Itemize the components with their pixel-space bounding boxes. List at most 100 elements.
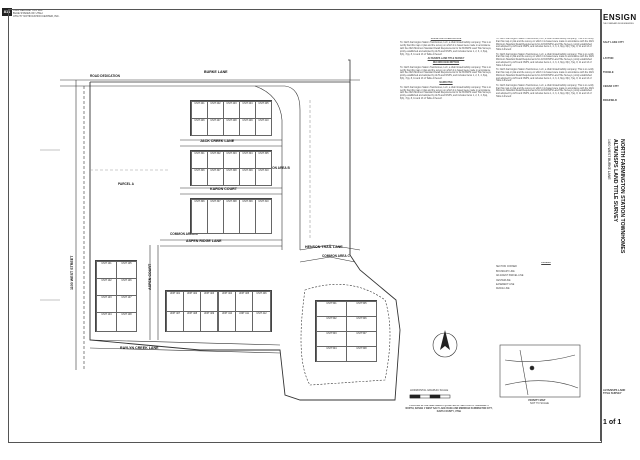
common-area-c-label: COMMON AREA C [322, 254, 350, 258]
drawing-frame [8, 9, 602, 443]
vicinity-map-title: VICINITY MAP [528, 399, 546, 402]
unit: UNIT 208 [223, 118, 240, 136]
unit: UNIT 308 [223, 168, 240, 186]
street-aspen-ridge-lane: ASPEN RIDGE LANE [186, 239, 222, 243]
unit: UNIT 503 [316, 331, 347, 347]
street-burke-lane: BURKE LANE [204, 70, 228, 74]
unit: UNIT 505 [346, 301, 377, 317]
notes-heading-alta: ALTA/NSPS LAND TITLE SURVEY [427, 57, 465, 60]
unit: UNIT 310 [255, 199, 272, 234]
unit: UNIT 310 [255, 168, 272, 186]
unit: UNIT 307 [207, 199, 224, 234]
unit: UNIT 506 [346, 316, 377, 332]
unit: UNIT 502 [316, 316, 347, 332]
unit: UNIT 404 [218, 291, 236, 312]
notes-heading-narrative: NARRATIVE [439, 82, 453, 85]
unit: UNIT 301 [191, 151, 208, 169]
legend: LEGEND SECTION CORNER BOUNDARY LINE ADJA… [496, 262, 596, 332]
unit: UNIT 307 [207, 168, 224, 186]
street-raylyn-creek-lane: RAYLYN CREEK LANE [120, 346, 159, 350]
unit: UNIT 104 [96, 312, 117, 332]
unit: UNIT 303 [223, 151, 240, 169]
vicinity-map-subtitle: NOT TO SCALE [530, 402, 549, 405]
unit: UNIT 408 [183, 311, 201, 332]
unit: UNIT 403 [200, 291, 218, 312]
unit: UNIT 309 [239, 199, 256, 234]
unit: UNIT 401 [166, 291, 184, 312]
legend-item: EASEMENT LINE [496, 283, 515, 286]
unit: UNIT 406 [252, 291, 271, 312]
building-block-karon-south: UNIT 306 UNIT 307 UNIT 308 UNIT 309 UNIT… [190, 198, 272, 234]
street-henson-trail-lane: HENSON TRAIL LANE [305, 245, 343, 249]
unit: UNIT 205 [255, 101, 272, 119]
blue-stakes-line-2: BLUE STAKES OF UTAH [13, 12, 43, 15]
unit: UNIT 210 [255, 118, 272, 136]
unit: UNIT 409 [200, 311, 218, 332]
notes-body-4: To: North Farmington Station Townhomes, … [496, 38, 594, 52]
unit: UNIT 203 [223, 101, 240, 119]
notes-heading-certificate: SURVEYOR'S CERTIFICATE [430, 38, 462, 40]
unit: UNIT 507 [346, 331, 377, 347]
office-richfield: RICHFIELD [603, 99, 617, 102]
unit: UNIT 411 [235, 311, 253, 332]
street-karon-court: KARON COURT [210, 187, 237, 191]
unit: UNIT 308 [223, 199, 240, 234]
graphic-scale-label: HORIZONTAL GRAPHIC SCALE [410, 389, 449, 392]
unit: UNIT 108 [116, 312, 137, 332]
street-1100-west: 1100 WEST STREET [70, 255, 74, 290]
notes-body-6: To: North Farmington Station Townhomes, … [496, 69, 594, 83]
legend-item: CENTERLINE [496, 279, 511, 282]
notes-body-7: To: North Farmington Station Townhomes, … [496, 84, 594, 98]
notes-body: To: North Farmington Station Townhomes, … [400, 42, 492, 56]
common-area-b-label: COMMON AREA B [262, 166, 290, 170]
notes-heading-record: RECORD DESCRIPTION [432, 62, 460, 65]
blue-stakes-line-3: UTILITY NOTIFICATION CENTER, INC. [13, 15, 60, 18]
building-block-henson: UNIT 501 UNIT 502 UNIT 503 UNIT 504 UNIT… [315, 300, 377, 362]
project-line-2: ALTA/NSPS LAND TITLE SURVEY [612, 139, 618, 223]
unit: UNIT 309 [239, 168, 256, 186]
unit: UNIT 204 [239, 101, 256, 119]
unit: UNIT 201 [191, 101, 208, 119]
unit: UNIT 206 [191, 118, 208, 136]
notes-body-2: To: North Farmington Station Townhomes, … [400, 66, 492, 80]
unit: UNIT 407 [166, 311, 184, 332]
legend-item: BOUNDARY LINE [496, 270, 515, 273]
unit: UNIT 508 [346, 346, 377, 362]
building-block-aspen-ridge: UNIT 401 UNIT 402 UNIT 403 UNIT 404 UNIT… [165, 290, 272, 332]
street-jack-creek-lane: JACK CREEK LANE [200, 139, 235, 143]
unit: UNIT 306 [191, 168, 208, 186]
parcel-a-label: PARCEL A [118, 182, 134, 186]
legend-heading: LEGEND [541, 262, 551, 264]
project-line-3: 1400 WEST BURKE LANE [607, 139, 611, 180]
building-block-jack-creek-north: UNIT 201 UNIT 202 UNIT 203 UNIT 204 UNIT… [190, 100, 272, 136]
road-dedication-label: ROAD DEDICATION [90, 74, 120, 78]
unit: UNIT 306 [191, 199, 208, 234]
location-caption: LOCATED IN THE NORTHWEST QUARTER OF SECT… [405, 405, 493, 413]
project-title-vertical: NORTH FARMINGTON STATION TOWNHOMES ALTA/… [605, 139, 633, 329]
office-salt-lake: SALT LAKE CITY [603, 41, 624, 44]
company-tagline: THE STANDARD IN ENGINEERING [603, 23, 634, 25]
building-block-left: UNIT 101 UNIT 102 UNIT 103 UNIT 104 UNIT… [95, 260, 137, 332]
legend-item: FENCE LINE [496, 288, 510, 291]
unit: UNIT 202 [207, 101, 224, 119]
unit: UNIT 405 [235, 291, 253, 312]
project-line-1: NORTH FARMINGTON STATION TOWNHOMES [619, 139, 625, 254]
unit: UNIT 304 [239, 151, 256, 169]
sheet-number: 1 of 1 [603, 419, 622, 426]
unit: UNIT 504 [316, 346, 347, 362]
legend-item: SECTION CORNER [496, 266, 517, 269]
sheet-title: ALTA/NSPS LAND TITLE SURVEY [603, 389, 626, 395]
blue-stakes-badge: 811 [2, 8, 12, 16]
unit: UNIT 302 [207, 151, 224, 169]
building-block-karon: UNIT 301 UNIT 302 UNIT 303 UNIT 304 UNIT… [190, 150, 272, 186]
office-cedar-city: CEDAR CITY [603, 85, 619, 88]
unit: UNIT 209 [239, 118, 256, 136]
office-layton: LAYTON [603, 57, 614, 60]
title-block: ENSIGN THE STANDARD IN ENGINEERING SALT … [600, 9, 636, 441]
unit: UNIT 207 [207, 118, 224, 136]
notes-body-5: To: North Farmington Station Townhomes, … [496, 53, 594, 67]
unit: UNIT 402 [183, 291, 201, 312]
unit: UNIT 305 [255, 151, 272, 169]
